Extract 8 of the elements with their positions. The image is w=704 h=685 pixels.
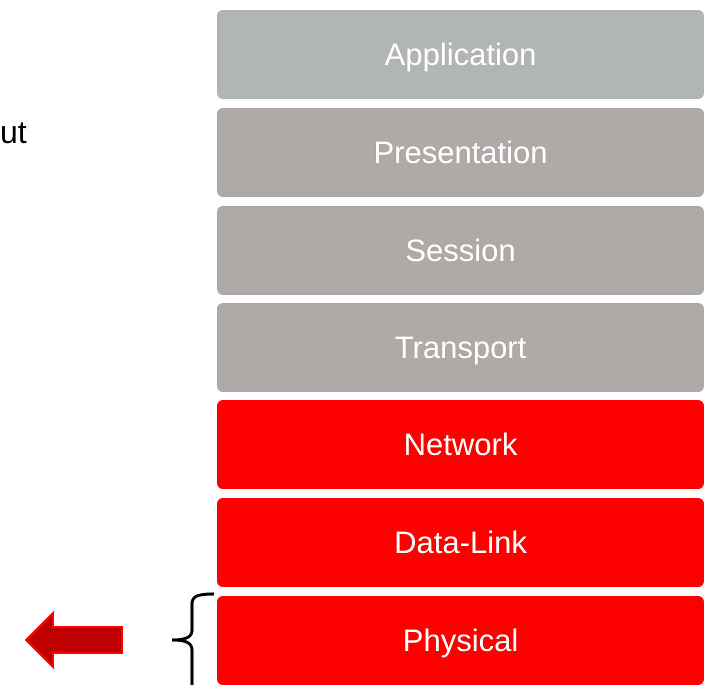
layer-box: Presentation xyxy=(217,108,704,197)
layer-box: Network xyxy=(217,400,704,489)
layer-box: Data-Link xyxy=(217,498,704,587)
layer-box: Transport xyxy=(217,303,704,392)
layer-box: Application xyxy=(217,10,704,99)
text-fragment: ut xyxy=(0,116,27,148)
layer-box: Session xyxy=(217,206,704,295)
layer-box: Physical xyxy=(217,596,704,685)
